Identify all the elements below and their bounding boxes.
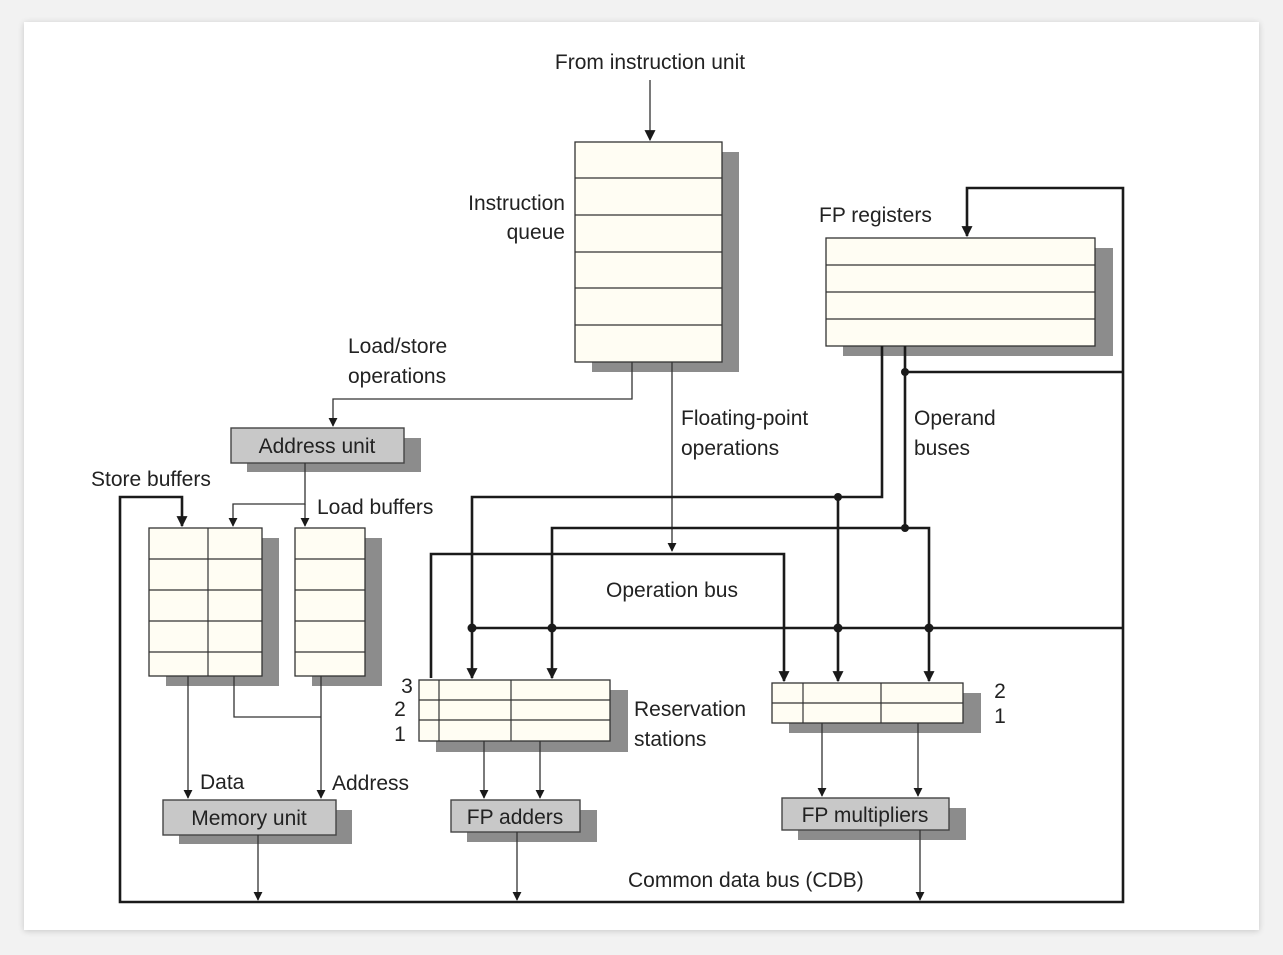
reservation-stations-label-2: stations bbox=[634, 728, 706, 751]
load-buffers-label: Load buffers bbox=[317, 496, 433, 519]
operation-bus bbox=[429, 552, 790, 683]
load-store-label-1: Load/store bbox=[348, 335, 447, 358]
memory-unit: Memory unit bbox=[162, 799, 352, 844]
data-label: Data bbox=[200, 771, 245, 794]
multiplier-reservation-stations bbox=[771, 682, 981, 733]
address-unit: Address unit bbox=[230, 427, 421, 472]
fp-adders-label: FP adders bbox=[467, 806, 564, 829]
load-buffers-box bbox=[294, 527, 382, 686]
adder-station-number-3: 3 bbox=[401, 675, 413, 698]
instruction-queue-label-1: Instruction bbox=[468, 192, 565, 215]
floating-point-label-1: Floating-point bbox=[681, 407, 808, 430]
store-buffers-box bbox=[148, 527, 279, 686]
address-unit-label: Address unit bbox=[259, 435, 376, 458]
fp-adders: FP adders bbox=[450, 799, 597, 842]
operand-bus-2 bbox=[546, 346, 907, 680]
multiplier-station-number-1: 1 bbox=[994, 705, 1006, 728]
operand-buses-label-2: buses bbox=[914, 437, 970, 460]
instruction-queue bbox=[574, 141, 739, 372]
memory-unit-label: Memory unit bbox=[191, 807, 307, 830]
store-buffers-label: Store buffers bbox=[91, 468, 211, 491]
common-data-bus-label: Common data bus (CDB) bbox=[628, 869, 864, 892]
fp-registers-box bbox=[825, 237, 1113, 356]
fp-multipliers: FP multipliers bbox=[781, 797, 966, 840]
adder-reservation-stations bbox=[418, 679, 628, 752]
load-store-label-2: operations bbox=[348, 365, 446, 388]
address-label: Address bbox=[332, 772, 409, 795]
load-store-arrow bbox=[328, 362, 633, 427]
instruction-queue-label-2: queue bbox=[507, 221, 565, 244]
address-to-store-buffer-arrow bbox=[228, 463, 306, 527]
fp-registers-label: FP registers bbox=[819, 204, 932, 227]
operand-bus-2-to-multipliers bbox=[905, 526, 935, 683]
operand-bus-1 bbox=[466, 346, 884, 680]
buses bbox=[118, 186, 1125, 904]
operand-buses-label-1: Operand bbox=[914, 407, 996, 430]
thin-wires bbox=[183, 80, 925, 901]
from-instruction-unit-label: From instruction unit bbox=[555, 51, 745, 74]
cdb-to-fp-registers bbox=[961, 186, 1125, 372]
cdb-to-store-buffers bbox=[118, 495, 1125, 904]
multiplier-station-number-2: 2 bbox=[994, 680, 1006, 703]
store-address-wire bbox=[233, 676, 321, 718]
adder-station-number-2: 2 bbox=[394, 698, 406, 721]
floating-point-label-2: operations bbox=[681, 437, 779, 460]
labels: From instruction unit Instruction queue … bbox=[91, 51, 1006, 892]
adder-station-number-1: 1 bbox=[394, 723, 406, 746]
reservation-stations-label-1: Reservation bbox=[634, 698, 746, 721]
fp-multipliers-label: FP multipliers bbox=[802, 804, 929, 827]
operation-bus-label: Operation bus bbox=[606, 579, 738, 602]
